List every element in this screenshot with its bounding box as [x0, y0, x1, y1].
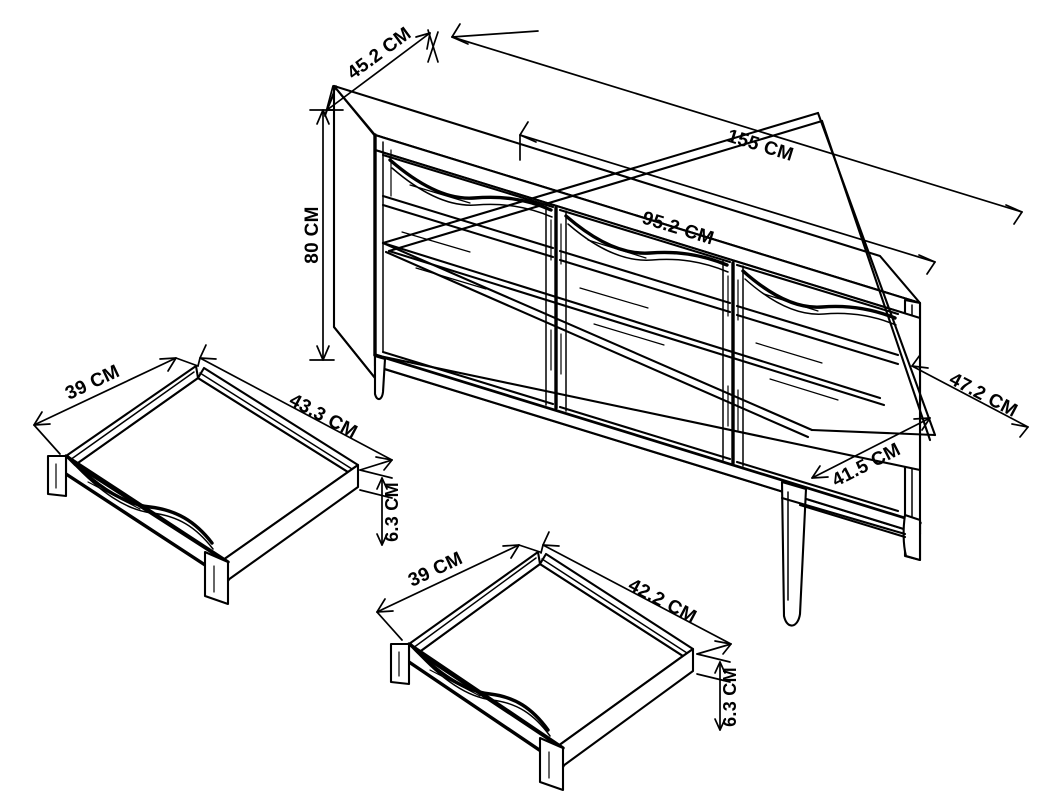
interior-construction-lines [381, 111, 937, 442]
dimension-drawer-small-6-3: 6.3 CM [696, 653, 740, 731]
dimension-label-80: 80 CM [302, 206, 323, 263]
drawer-small-right-endcap [538, 736, 565, 792]
drawer-large-handle-wave [66, 455, 214, 545]
door-row-fronts [381, 203, 900, 513]
drawer-row-fronts [381, 153, 900, 357]
drawer-large-right-endcap [203, 550, 230, 606]
drawer-small-left-endcap [389, 642, 411, 686]
drawer-large-left-endcap [46, 454, 68, 498]
dimension-label-drawer-large-6-3: 6.3 CM [382, 482, 402, 542]
main-sideboard-unit [332, 84, 937, 627]
carcass-vertical-dividers [545, 204, 744, 467]
legs [373, 354, 922, 627]
drawer-small-handle-wave [409, 643, 550, 732]
drawer-small [389, 550, 695, 792]
dimension-height-80: 80 CM [302, 109, 335, 361]
drawer-large [46, 364, 360, 606]
dimension-drawer-large-6-3: 6.3 CM [359, 469, 402, 546]
dimension-label-drawer-small-6-3: 6.3 CM [720, 667, 740, 727]
